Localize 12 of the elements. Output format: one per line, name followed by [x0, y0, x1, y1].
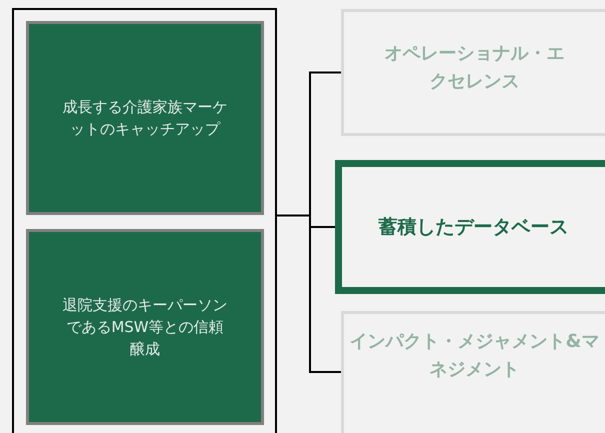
connector-line — [277, 214, 341, 373]
box-text: 退院支援のキーパーソンであるMSW等との信頼醸成 — [62, 295, 228, 360]
box-text: オペレーショナル・エクセレンス — [384, 42, 566, 94]
group-frame — [12, 8, 277, 433]
highlighted-box — [335, 160, 605, 294]
box-text: 成長する介護家族マーケットのキャッチアップ — [62, 97, 228, 140]
strategy-box — [341, 311, 605, 433]
goal-box — [26, 21, 264, 215]
goal-box — [26, 229, 264, 425]
box-text: インパクト・メジャメント&マネジメント — [348, 330, 600, 382]
strategy-box — [341, 9, 605, 136]
box-text: 蓄積したデータベース — [378, 215, 570, 240]
